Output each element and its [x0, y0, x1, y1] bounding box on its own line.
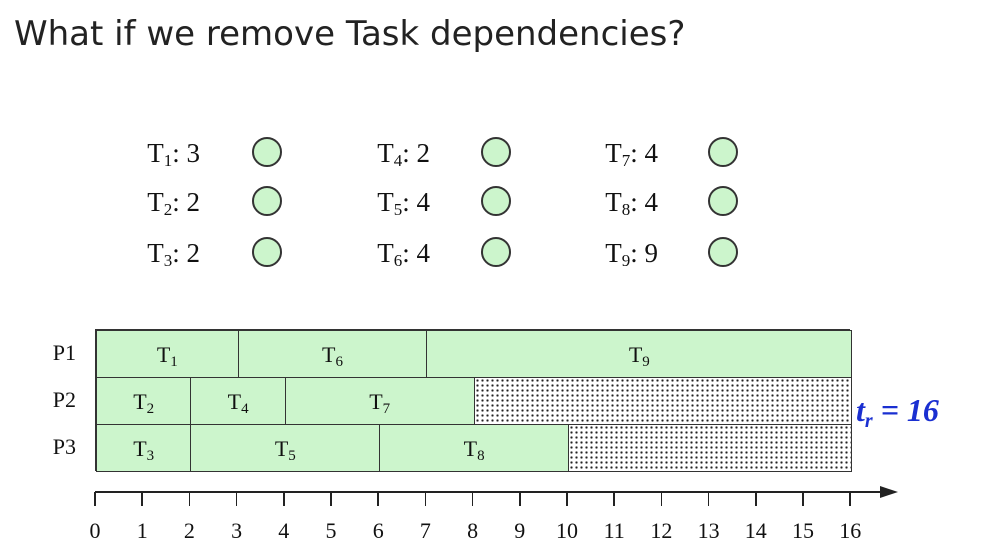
axis-tick	[660, 492, 663, 506]
axis-tick	[755, 492, 757, 506]
axis-tick-label: 8	[467, 518, 479, 543]
axis-tick-label: 11	[603, 518, 625, 543]
axis-tick	[330, 492, 332, 506]
processor-label: P2	[52, 387, 76, 412]
axis-tick	[235, 492, 238, 506]
gantt-task-bar: T3	[96, 424, 192, 472]
task-node-circle	[252, 186, 282, 216]
makespan-symbol: t	[856, 392, 865, 428]
task-node-circle	[481, 237, 511, 267]
task-node-circle	[252, 137, 282, 167]
axis-tick-label: 14	[744, 518, 767, 543]
axis-tick-label: 12	[650, 518, 673, 543]
axis-tick-label: 10	[556, 518, 578, 543]
axis-tick-label: 15	[792, 518, 814, 543]
task-node-circle	[252, 237, 282, 267]
task-label-t7: T7: 4	[605, 138, 658, 170]
axis-tick-label: 4	[278, 518, 290, 543]
gantt-task-bar: T9	[426, 330, 853, 378]
axis-tick	[471, 492, 474, 506]
slide-title: What if we remove Task dependencies?	[14, 14, 686, 54]
axis-tick	[141, 492, 143, 506]
axis-tick	[707, 492, 710, 506]
axis-tick-label: 1	[136, 518, 148, 543]
task-node-circle	[708, 186, 738, 216]
axis-tick-label: 5	[325, 518, 337, 543]
gantt-task-bar: T4	[190, 377, 286, 425]
axis-tick	[519, 492, 521, 506]
task-node-circle	[481, 137, 511, 167]
axis-tick-label: 7	[419, 518, 431, 543]
axis-tick	[94, 492, 96, 506]
axis-tick-label: 3	[231, 518, 243, 543]
gantt-task-bar: T1	[96, 330, 239, 378]
axis-tick	[849, 492, 851, 506]
task-node-circle	[708, 137, 738, 167]
task-label-t4: T4: 2	[377, 138, 430, 170]
axis-tick-label: 9	[514, 518, 526, 543]
axis-tick-label: 13	[697, 518, 720, 543]
time-axis-line	[95, 491, 881, 493]
gantt-task-bar: T5	[190, 424, 381, 472]
arrow-right-icon	[880, 486, 898, 498]
task-label-t6: T6: 4	[377, 238, 430, 270]
processor-label: P1	[52, 340, 76, 365]
axis-tick-label: 16	[839, 518, 862, 543]
gantt-task-bar: T6	[237, 330, 428, 378]
task-label-t1: T1: 3	[147, 138, 200, 170]
axis-tick	[566, 492, 568, 506]
axis-tick	[802, 492, 804, 506]
axis-tick-label: 2	[183, 518, 195, 543]
processor-label: P3	[52, 434, 76, 459]
gantt-idle-block	[568, 424, 853, 472]
task-label-t5: T5: 4	[377, 187, 430, 219]
makespan-value: = 16	[872, 392, 939, 428]
makespan-subscript: r	[864, 410, 873, 432]
axis-tick	[424, 492, 427, 506]
axis-tick	[613, 492, 615, 506]
task-label-t9: T9: 9	[605, 238, 658, 270]
gantt-task-bar: T7	[284, 377, 475, 425]
task-label-t2: T2: 2	[147, 187, 200, 219]
axis-tick-label: 0	[89, 518, 101, 543]
axis-tick	[188, 492, 191, 506]
gantt-task-bar: T8	[379, 424, 569, 472]
task-label-t8: T8: 4	[605, 187, 658, 219]
task-node-circle	[481, 186, 511, 216]
makespan-label: tr = 16	[856, 392, 939, 433]
task-node-circle	[708, 237, 738, 267]
axis-tick	[283, 492, 285, 506]
axis-tick-label: 6	[372, 518, 384, 543]
gantt-task-bar: T2	[96, 377, 192, 425]
axis-tick	[377, 492, 379, 506]
task-label-t3: T3: 2	[147, 238, 200, 270]
gantt-idle-block	[473, 377, 853, 425]
